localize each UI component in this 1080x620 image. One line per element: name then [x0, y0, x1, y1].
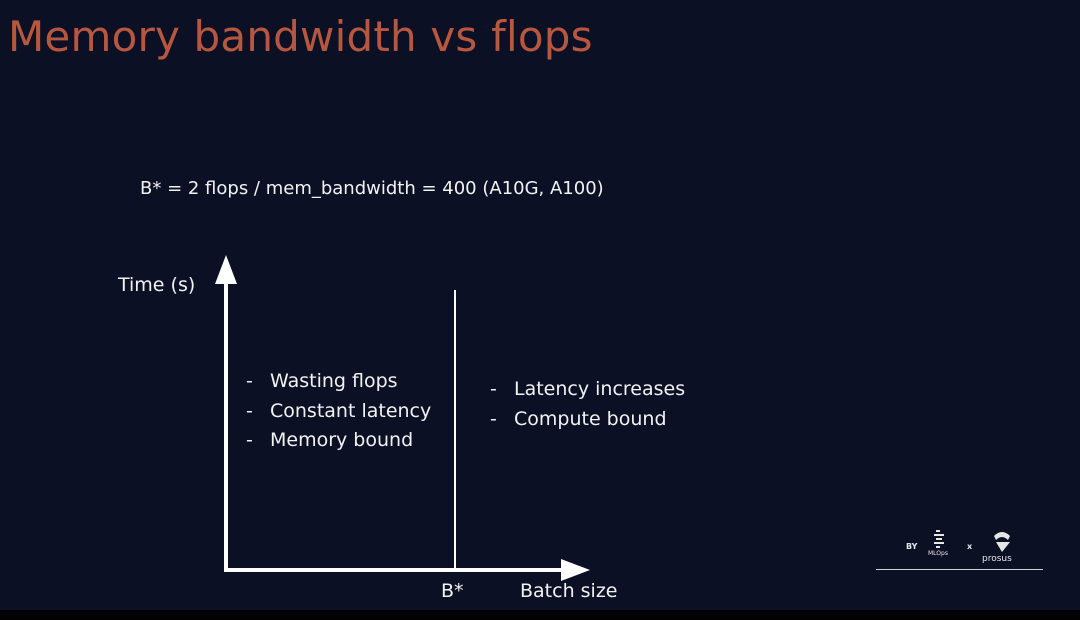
bottom-bar	[0, 610, 1080, 620]
note-item: -Constant latency	[246, 399, 432, 422]
y-axis-arrowhead	[215, 255, 237, 284]
logo-divider	[876, 569, 1043, 570]
note-item: -Memory bound	[246, 429, 414, 451]
note-item: -Compute bound	[490, 407, 667, 430]
separator-label: x	[967, 542, 973, 551]
threshold-label: B*	[441, 580, 464, 602]
formula-text: B* = 2 flops / mem_bandwidth = 400 (A10G…	[140, 178, 604, 199]
slide-title: Memory bandwidth vs flops	[8, 12, 593, 61]
mlops-label: MLOps	[928, 550, 948, 557]
note-item: -Latency increases	[490, 378, 686, 400]
x-axis-label: Batch size	[520, 580, 618, 602]
prosus-label: prosus	[982, 554, 1012, 564]
mlops-logo-icon	[934, 530, 944, 548]
compute-bound-notes: -Latency increases -Compute bound	[490, 378, 685, 437]
sponsor-logo: BY MLOps x prosus	[876, 528, 1044, 574]
x-axis-arrowhead	[561, 559, 590, 581]
y-axis-label: Time (s)	[118, 274, 196, 296]
prosus-logo-icon	[994, 532, 1010, 552]
memory-bound-notes: -Wasting flops -Constant latency -Memory…	[246, 370, 431, 459]
note-item: -Wasting flops	[246, 370, 398, 392]
by-label: BY	[906, 542, 918, 551]
